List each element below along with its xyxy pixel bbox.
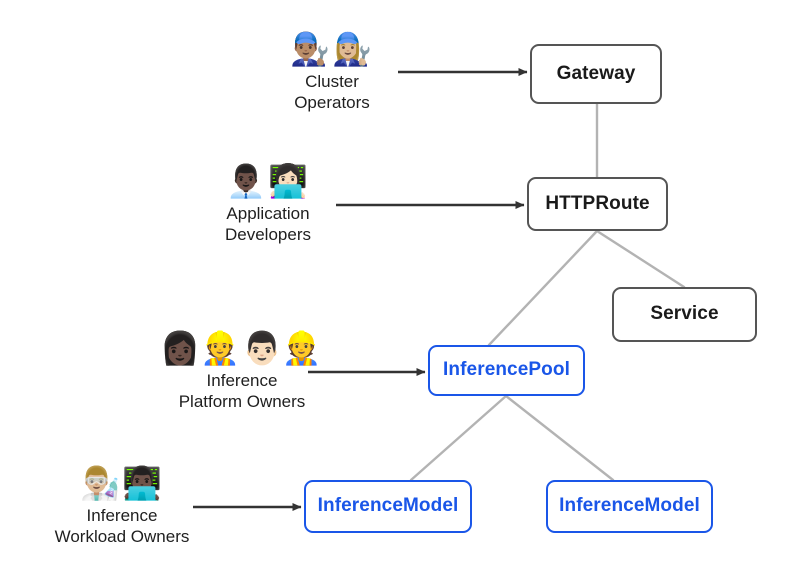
cluster-operators-label-line2: Operators <box>294 93 370 112</box>
persona-application-developers[interactable]: 👨🏿‍💼👩🏻‍💻 Application Developers <box>168 161 368 245</box>
cluster-operators-label: Cluster Operators <box>294 71 370 113</box>
node-service-label: Service <box>650 303 719 325</box>
application-developers-label-line1: Application <box>226 204 310 223</box>
application-developers-label-line2: Developers <box>225 225 311 244</box>
cluster-operators-emoji: 👨🏽‍🔧👩🏼‍🔧 <box>290 30 374 68</box>
node-inferencemodel-2[interactable]: InferenceModel <box>546 480 713 533</box>
inference-platform-owners-label: Inference Platform Owners <box>179 370 306 412</box>
edge-httproute-service <box>595 229 686 289</box>
inference-platform-owners-label-line1: Inference <box>206 371 278 390</box>
inference-workload-owners-label: Inference Workload Owners <box>55 505 190 547</box>
node-gateway-label: Gateway <box>556 62 636 84</box>
inference-workload-owners-emoji: 👨🏼‍🔬👨🏿‍💻 <box>80 464 164 502</box>
inference-platform-owners-emoji: 👩🏿‍👷👨🏻‍👷 <box>160 329 324 367</box>
persona-inference-platform-owners[interactable]: 👩🏿‍👷👨🏻‍👷 Inference Platform Owners <box>132 328 352 412</box>
node-inferencepool[interactable]: InferencePool <box>428 345 585 396</box>
node-gateway[interactable]: Gateway <box>530 44 662 104</box>
inference-workload-owners-label-line1: Inference <box>86 506 158 525</box>
node-inferencemodel-2-label: InferenceModel <box>559 495 700 517</box>
application-developers-label: Application Developers <box>225 203 311 245</box>
application-developers-emoji: 👨🏿‍💼👩🏻‍💻 <box>226 162 310 200</box>
inference-workload-owners-label-line2: Workload Owners <box>54 527 190 546</box>
persona-cluster-operators[interactable]: 👨🏽‍🔧👩🏼‍🔧 Cluster Operators <box>232 29 432 113</box>
node-inferencemodel-1-label: InferenceModel <box>317 495 459 517</box>
persona-inference-workload-owners[interactable]: 👨🏼‍🔬👨🏿‍💻 Inference Workload Owners <box>12 463 232 547</box>
edge-inferencepool-inferencemodel-1 <box>409 394 508 482</box>
node-httproute[interactable]: HTTPRoute <box>527 177 668 231</box>
node-inferencepool-label: InferencePool <box>443 359 570 381</box>
node-service[interactable]: Service <box>612 287 757 342</box>
edge-inferencepool-inferencemodel-2 <box>504 394 615 482</box>
node-httproute-label: HTTPRoute <box>545 192 650 214</box>
inference-platform-owners-label-line2: Platform Owners <box>178 392 306 411</box>
edge-httproute-inferencepool <box>487 229 599 347</box>
cluster-operators-label-line1: Cluster <box>305 72 359 91</box>
node-inferencemodel-1[interactable]: InferenceModel <box>304 480 472 533</box>
